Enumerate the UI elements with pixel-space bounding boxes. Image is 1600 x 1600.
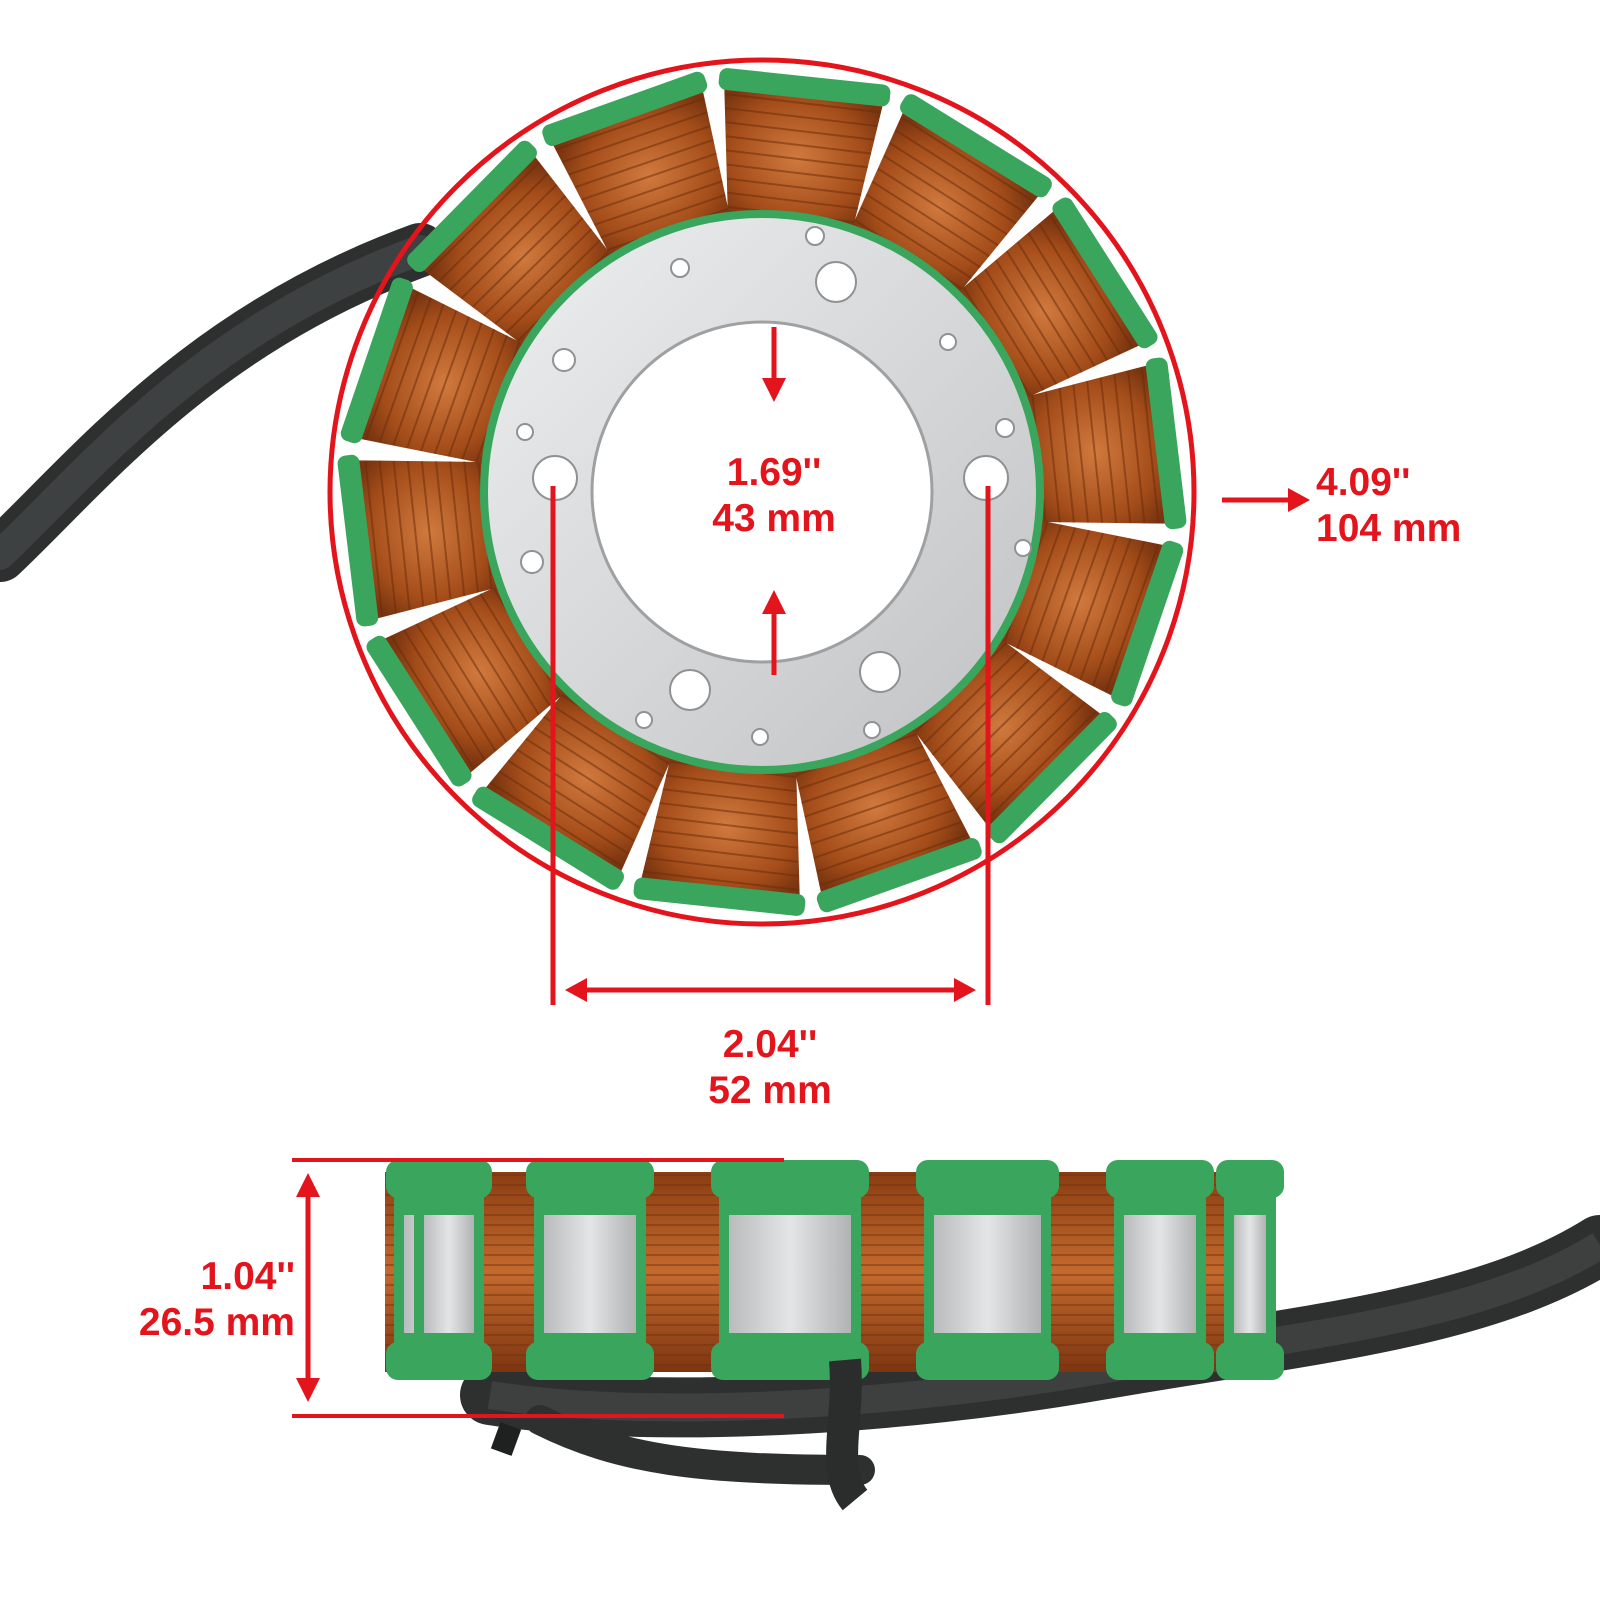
mounting-hole bbox=[1014, 539, 1032, 557]
side-view-stator bbox=[385, 1160, 1600, 1511]
side-coil-segment bbox=[711, 1160, 869, 1380]
thickness-mm: 26.5 mm bbox=[138, 1301, 295, 1344]
stator-coils bbox=[337, 68, 1187, 916]
mounting-hole bbox=[751, 728, 769, 746]
stator-coil bbox=[633, 749, 806, 916]
thickness-dimension bbox=[292, 1158, 784, 1418]
bolt-spacing-dimension bbox=[550, 486, 991, 1005]
bolt-spacing-inch: 2.04'' bbox=[722, 1023, 818, 1066]
mounting-hole bbox=[516, 423, 534, 441]
mounting-hole bbox=[635, 711, 653, 729]
side-coil-segment bbox=[916, 1160, 1059, 1380]
outer-diameter-arrow bbox=[1222, 488, 1310, 512]
stator-coil bbox=[992, 518, 1184, 707]
stator-coil bbox=[1017, 357, 1187, 530]
bolt-spacing-mm: 52 mm bbox=[708, 1069, 832, 1112]
side-coil-segment bbox=[1216, 1160, 1284, 1380]
mounting-hole bbox=[815, 261, 857, 303]
thickness-inch: 1.04'' bbox=[200, 1255, 295, 1298]
bolt-spacing-label: 2.04'' 52 mm bbox=[660, 1022, 880, 1114]
mounting-holes bbox=[516, 226, 1032, 746]
inner-diameter-arrows bbox=[762, 327, 786, 675]
outer-diameter-mm: 104 mm bbox=[1316, 507, 1462, 550]
inner-diameter-label: 1.69'' 43 mm bbox=[664, 450, 884, 542]
stator-coil bbox=[337, 454, 507, 627]
side-coil-segment bbox=[1106, 1160, 1214, 1380]
thickness-label: 1.04'' 26.5 mm bbox=[80, 1254, 295, 1346]
stator-coil bbox=[718, 68, 891, 235]
mounting-hole bbox=[805, 226, 825, 246]
inner-diameter-inch: 1.69'' bbox=[726, 451, 822, 494]
side-coil-segment bbox=[406, 1160, 492, 1380]
top-cable bbox=[0, 223, 447, 582]
mounting-hole bbox=[995, 418, 1015, 438]
mounting-hole bbox=[859, 651, 901, 693]
mounting-hole bbox=[939, 333, 957, 351]
side-coil-segment bbox=[526, 1160, 654, 1380]
mounting-hole bbox=[670, 258, 690, 278]
outer-diameter-circle bbox=[327, 57, 1197, 927]
inner-diameter-mm: 43 mm bbox=[712, 497, 836, 540]
outer-diameter-inch: 4.09'' bbox=[1316, 461, 1411, 504]
mounting-hole bbox=[552, 348, 576, 372]
stator-coil bbox=[542, 71, 731, 264]
mounting-hole bbox=[863, 721, 881, 739]
outer-diameter-label: 4.09'' 104 mm bbox=[1316, 460, 1516, 552]
steel-core-ring bbox=[480, 210, 1044, 774]
mounting-hole bbox=[669, 669, 711, 711]
mounting-hole bbox=[520, 550, 544, 574]
